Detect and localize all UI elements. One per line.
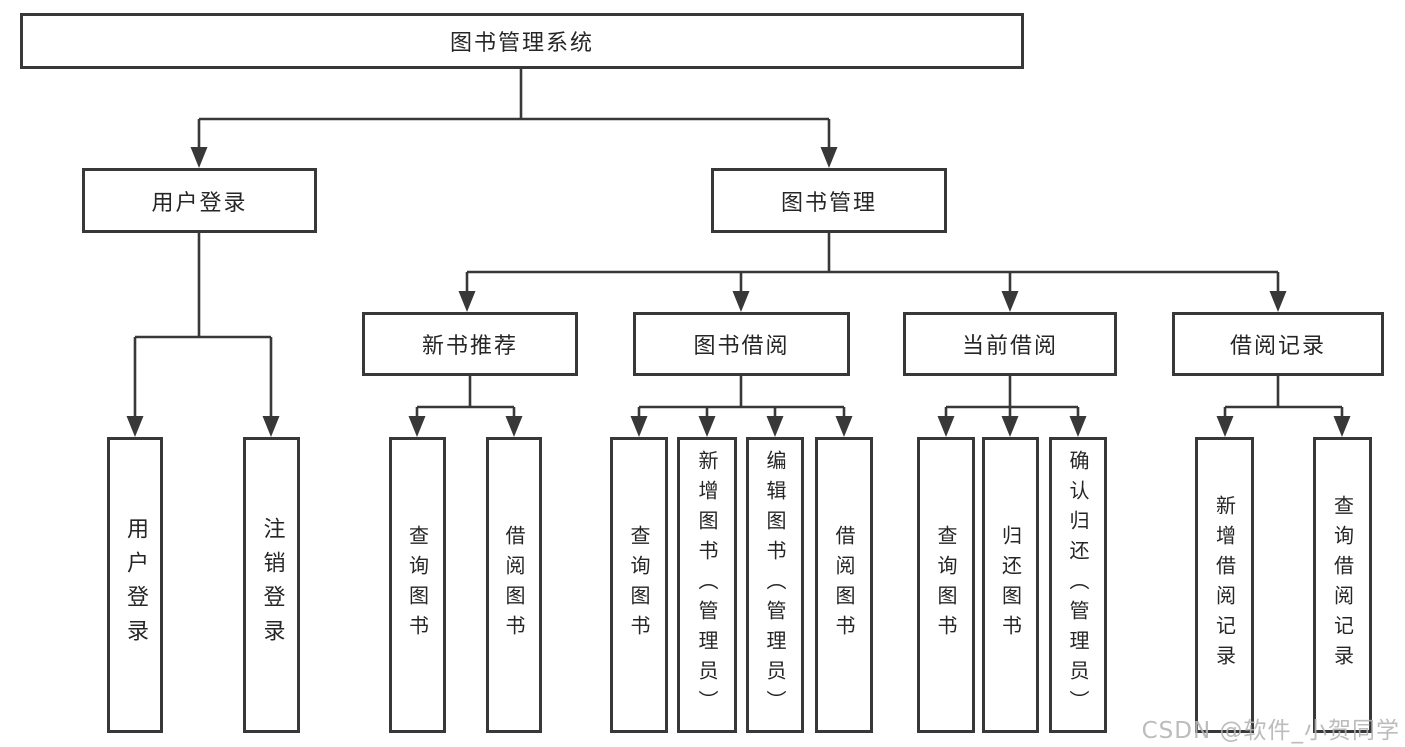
leaf-borrow-books-recommend-label: 借阅图书	[502, 525, 526, 645]
leaf-query-borrow-record: 查询借阅记录	[1313, 437, 1372, 733]
leaf-add-borrow-record-label: 新增借阅记录	[1212, 495, 1237, 675]
leaf-query-books-borrow-label: 查询图书	[627, 525, 651, 645]
leaf-user-login: 用户登录	[107, 437, 163, 733]
leaf-confirm-return-admin: 确认归还（管理员）	[1049, 437, 1107, 733]
leaf-add-book-admin-label: 新增图书（管理员）	[695, 450, 719, 720]
leaf-query-books-recommend: 查询图书	[389, 437, 446, 733]
leaf-confirm-return-admin-label: 确认归还（管理员）	[1066, 450, 1090, 720]
leaf-query-borrow-record-label: 查询借阅记录	[1330, 495, 1355, 675]
leaf-query-books-recommend-label: 查询图书	[405, 525, 430, 645]
node-current-borrowing-label: 当前借阅	[961, 334, 1058, 359]
node-borrowing-records-label: 借阅记录	[1229, 334, 1326, 359]
leaf-add-book-admin: 新增图书（管理员）	[677, 437, 737, 733]
leaf-edit-book-admin-label: 编辑图书（管理员）	[763, 450, 787, 720]
leaf-add-borrow-record: 新增借阅记录	[1195, 437, 1254, 733]
watermark: CSDN @软件_小贺同学	[1141, 718, 1400, 744]
node-user-login: 用户登录	[82, 168, 317, 233]
node-user-login-label: 用户登录	[151, 190, 248, 216]
leaf-borrow-books-recommend: 借阅图书	[486, 437, 542, 733]
leaf-logout-label: 注销登录	[259, 517, 285, 653]
leaf-borrow-books-label: 借阅图书	[832, 525, 856, 645]
leaf-return-book-label: 归还图书	[998, 525, 1023, 645]
node-book-management: 图书管理	[711, 168, 947, 233]
node-borrowing-records: 借阅记录	[1172, 312, 1384, 376]
node-book-management-label: 图书管理	[780, 190, 877, 216]
node-book-borrowing-label: 图书借阅	[693, 334, 790, 359]
node-new-book-recommend: 新书推荐	[362, 312, 578, 376]
node-library-system: 图书管理系统	[20, 13, 1024, 69]
leaf-return-book: 归还图书	[982, 437, 1039, 733]
node-book-borrowing: 图书借阅	[633, 312, 850, 376]
leaf-query-books-borrow: 查询图书	[610, 437, 668, 733]
leaf-query-books-current: 查询图书	[917, 437, 975, 733]
leaf-user-login-label: 用户登录	[123, 517, 148, 653]
leaf-query-books-current-label: 查询图书	[934, 525, 958, 645]
leaf-logout: 注销登录	[243, 437, 300, 733]
node-library-system-label: 图书管理系统	[449, 31, 594, 56]
node-new-book-recommend-label: 新书推荐	[421, 334, 518, 359]
node-current-borrowing: 当前借阅	[903, 312, 1117, 376]
leaf-edit-book-admin: 编辑图书（管理员）	[746, 437, 804, 733]
leaf-borrow-books: 借阅图书	[815, 437, 873, 733]
